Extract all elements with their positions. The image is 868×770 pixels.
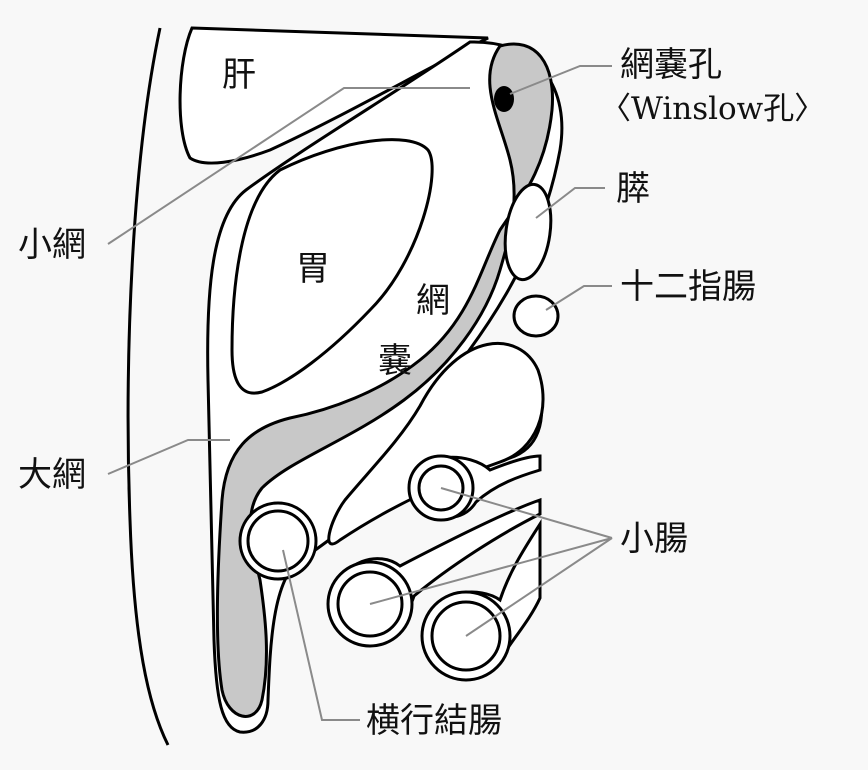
label-transverse-colon: 横行結腸 (366, 701, 502, 741)
leader-transverse-colon (282, 549, 360, 721)
duodenum-shape (512, 294, 560, 338)
leader-duodenum (545, 285, 612, 311)
epiploic-foramen-dot (494, 86, 514, 112)
leader-greater-omentum (107, 439, 230, 475)
leader-small-intestine-3 (465, 537, 613, 637)
label-omental-bursa-2: 嚢 (378, 341, 412, 381)
label-epiploic-foramen: 網嚢孔 (620, 45, 722, 85)
label-omental-bursa-1: 網 (416, 281, 450, 321)
leader-pancreas (535, 187, 605, 219)
leader-small-intestine-2 (369, 537, 613, 605)
label-epiploic-foramen-alt: 〈Winslow孔〉 (600, 91, 826, 127)
label-liver: 肝 (222, 55, 256, 95)
label-lesser-omentum: 小網 (18, 225, 86, 265)
label-small-intestine: 小腸 (620, 519, 688, 559)
label-stomach: 胃 (296, 249, 330, 289)
anterior-body-wall (126, 27, 170, 746)
leader-small-intestine-1 (440, 487, 613, 539)
label-pancreas: 膵 (616, 169, 650, 209)
label-duodenum: 十二指腸 (620, 267, 756, 307)
leader-foramen (509, 65, 612, 95)
pancreas-shape (503, 182, 553, 282)
stomach-shape (230, 138, 434, 395)
transverse-colon-inner (246, 509, 310, 573)
leader-lesser-omentum (107, 87, 470, 245)
omental-bursa-shape (215, 42, 555, 718)
label-greater-omentum: 大網 (18, 455, 86, 495)
